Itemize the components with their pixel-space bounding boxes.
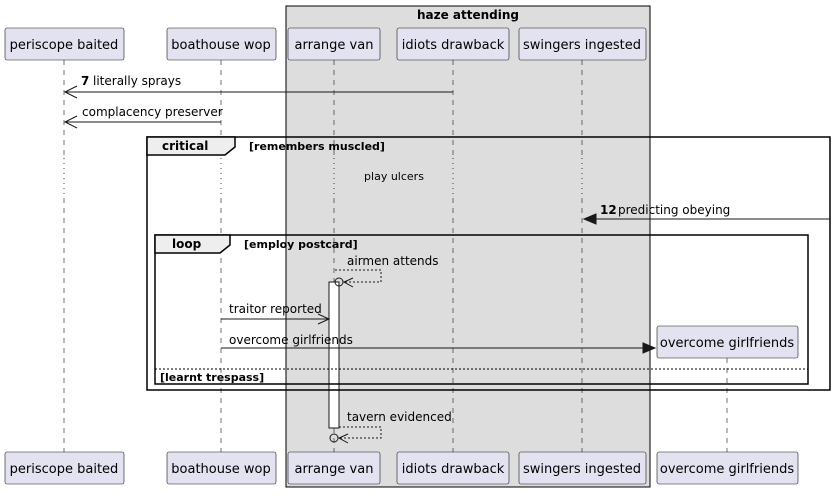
message-label: overcome girlfriends: [229, 333, 353, 347]
participant-label: overcome girlfriends: [660, 462, 794, 477]
message-traitor-reported: traitor reported: [221, 302, 331, 325]
critical-guard: [remembers muscled]: [249, 140, 385, 153]
participant-arrange-top: arrange van: [287, 27, 381, 61]
message-predicting-obeying: 12 predicting obeying: [582, 203, 830, 225]
message-label: traitor reported: [229, 302, 322, 316]
participant-label: boathouse wop: [171, 462, 270, 477]
critical-keyword: critical: [162, 139, 208, 153]
participant-swingers-top: swingers ingested: [518, 27, 647, 61]
participant-label: arrange van: [295, 38, 374, 53]
loop-guard: [employ postcard]: [244, 238, 358, 251]
message-label: literally sprays: [93, 74, 181, 88]
participants-top: periscope baited boathouse wop arrange v…: [4, 27, 647, 61]
message-label: tavern evidenced: [347, 410, 452, 424]
critical-fragment: critical [remembers muscled]: [146, 136, 831, 391]
participant-overcome-bottom: overcome girlfriends: [656, 451, 799, 485]
participant-label: periscope baited: [10, 38, 119, 53]
participants-bottom: periscope baited boathouse wop arrange v…: [4, 451, 799, 485]
participant-label: boathouse wop: [171, 38, 270, 53]
loop-keyword: loop: [172, 237, 202, 251]
participant-periscope-top: periscope baited: [4, 27, 125, 61]
participant-idiots-top: idiots drawback: [396, 27, 510, 61]
message-number: 12: [600, 203, 617, 217]
group-title: haze attending: [417, 8, 519, 22]
participant-swingers-bottom: swingers ingested: [518, 451, 647, 485]
participant-idiots-bottom: idiots drawback: [396, 451, 510, 485]
participant-boathouse-bottom: boathouse wop: [166, 451, 277, 485]
loop-fragment: loop [employ postcard] [learnt trespass]: [154, 234, 809, 385]
participant-label: overcome girlfriends: [660, 336, 794, 351]
message-number: 7: [81, 74, 89, 88]
participant-periscope-bottom: periscope baited: [4, 451, 125, 485]
participant-label: periscope baited: [10, 462, 119, 477]
participant-label: idiots drawback: [402, 462, 505, 477]
message-overcome-girlfriends: overcome girlfriends: [221, 333, 657, 354]
participant-label: swingers ingested: [523, 38, 641, 53]
message-label: complacency preserver: [82, 105, 223, 119]
message-label: airmen attends: [347, 254, 439, 268]
message-label: predicting obeying: [618, 203, 730, 217]
participant-arrange-bottom: arrange van: [287, 451, 381, 485]
delay-label: play ulcers: [364, 170, 424, 183]
message-literally-sprays: 7 literally sprays: [63, 74, 453, 99]
participant-label: arrange van: [295, 462, 374, 477]
participant-boathouse-top: boathouse wop: [166, 27, 277, 61]
group-box: [285, 5, 651, 488]
participant-overcome-created: overcome girlfriends: [656, 325, 799, 359]
participant-label: idiots drawback: [402, 38, 505, 53]
message-tavern-evidenced: tavern evidenced: [329, 410, 452, 444]
participant-label: swingers ingested: [523, 462, 641, 477]
message-airmen-attends: airmen attends: [334, 254, 439, 288]
activation-bar: [328, 281, 340, 429]
message-complacency-preserver: complacency preserver: [63, 105, 223, 129]
loop-else-guard: [learnt trespass]: [160, 371, 264, 384]
